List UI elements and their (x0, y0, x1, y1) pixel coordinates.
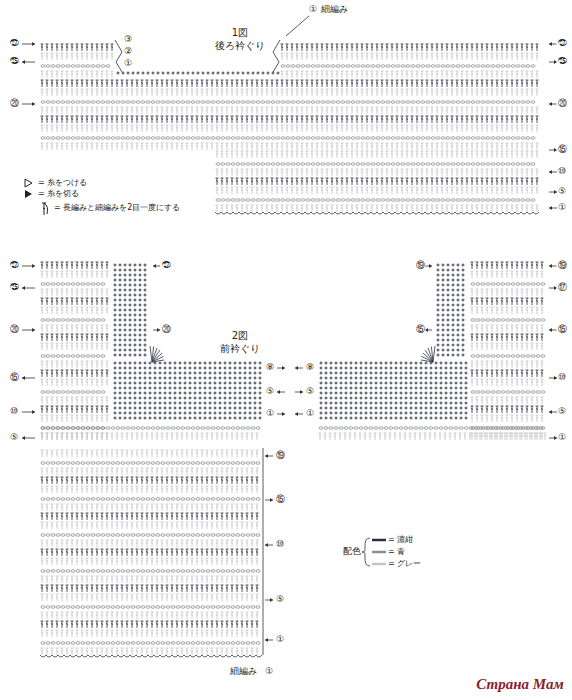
stitch-note: 細編み (229, 667, 258, 677)
legend-text: = 糸をつける (38, 179, 87, 188)
arrow-head (265, 543, 268, 547)
row-number: ① (275, 635, 285, 645)
chart-line (40, 16, 539, 657)
row-number: ⑳ (161, 325, 172, 335)
row-number: ⑧ (265, 363, 275, 373)
row-number: ⑮ (415, 325, 426, 335)
legend-text: = 濃紺 (388, 536, 413, 545)
row-number: ⑩ (557, 373, 567, 383)
arrow-head (32, 328, 35, 332)
figure-title: 前衿ぐり (219, 343, 261, 354)
stitch-row (41, 53, 547, 655)
row-number: ⑲ (415, 261, 426, 271)
legend-heading: 配色 (342, 547, 362, 557)
arrow-head (153, 264, 156, 268)
figure-number: 2図 (231, 330, 249, 341)
row-number: ① (123, 59, 133, 69)
row-number: ⑤ (557, 187, 567, 197)
row-number: ⑳ (557, 99, 568, 109)
arrow-head (300, 390, 303, 394)
row-number: ⑳ (9, 325, 20, 335)
arrow-head (277, 390, 280, 394)
row-number: ⑩ (9, 407, 19, 417)
row-number: ㉗ (9, 261, 20, 271)
stitch-row (114, 72, 468, 420)
row-number: ⑲ (275, 451, 286, 461)
arrow-head (282, 366, 285, 370)
arrow-head (22, 286, 25, 290)
stitch-note: 細編み (320, 5, 349, 15)
arrow-head (265, 454, 268, 458)
row-number: ⑤ (265, 387, 275, 397)
row-number: ⑤ (9, 433, 19, 443)
legend-text: = 青 (388, 548, 405, 557)
row-number: ㉗ (557, 39, 568, 49)
row-number: ⑮ (9, 373, 20, 383)
row-number: ① (308, 5, 318, 15)
row-number: ⑮ (275, 495, 286, 505)
color-swatch (372, 556, 386, 572)
arrow-head (270, 498, 273, 502)
figure-title: 後ろ衿ぐり (214, 40, 266, 51)
row-number: ⑩ (275, 540, 285, 550)
row-number: ⑤ (557, 407, 567, 417)
row-number: ㉕ (9, 283, 20, 293)
stitch-row (41, 65, 545, 645)
join-yarn-symbol (22, 175, 36, 191)
legend-text: = 長編みと細編みを2目一度にする (54, 204, 180, 213)
row-number: ⑩ (557, 167, 567, 177)
arrow-head (429, 264, 432, 268)
arrow-head (32, 42, 35, 46)
row-number: ① (557, 203, 567, 213)
arrow-head (549, 206, 552, 210)
arrow-head (282, 412, 285, 416)
arrow-head (22, 436, 25, 440)
legend-text: = 糸を切る (38, 190, 79, 199)
arrow-head (270, 598, 273, 602)
row-number: ⑲ (557, 261, 568, 271)
row-number: ⑰ (557, 283, 568, 293)
color-swatch (372, 532, 386, 548)
row-number: ㉕ (557, 57, 568, 67)
arrow-head (32, 102, 35, 106)
row-number: ① (305, 409, 315, 419)
row-number: ⑮ (557, 325, 568, 335)
arrow-head (22, 376, 25, 380)
arrow-head (295, 366, 298, 370)
arrow-head (295, 412, 298, 416)
row-number: ① (265, 409, 275, 419)
row-number: ⑤ (275, 595, 285, 605)
arrow-head (32, 410, 35, 414)
row-number: ① (264, 667, 274, 677)
legend-text: = グレー (388, 560, 421, 569)
arrow-head (549, 328, 552, 332)
row-number: ① (557, 433, 567, 443)
row-number: ⑳ (9, 99, 20, 109)
arrow-head (549, 42, 552, 46)
arrow-head (265, 638, 268, 642)
arrow-head (549, 102, 552, 106)
color-swatch (372, 544, 386, 560)
decrease-symbol (38, 200, 52, 216)
cut-yarn-symbol (22, 186, 36, 202)
row-number: ㉕ (9, 57, 20, 67)
watermark: Страна Мам (475, 676, 564, 693)
row-number: ㉗ (9, 39, 20, 49)
arrow-head (549, 170, 552, 174)
figure-number: 1図 (231, 27, 249, 38)
arrow-head (549, 264, 552, 268)
arrow-head (32, 264, 35, 268)
row-number: ㉗ (161, 261, 172, 271)
row-number: ② (123, 47, 133, 57)
arrow-head (22, 60, 25, 64)
arrow-head (549, 410, 552, 414)
row-number: ③ (123, 35, 133, 45)
row-number: ⑮ (557, 145, 568, 155)
row-number: ⑤ (305, 387, 315, 397)
row-number: ⑧ (305, 363, 315, 373)
